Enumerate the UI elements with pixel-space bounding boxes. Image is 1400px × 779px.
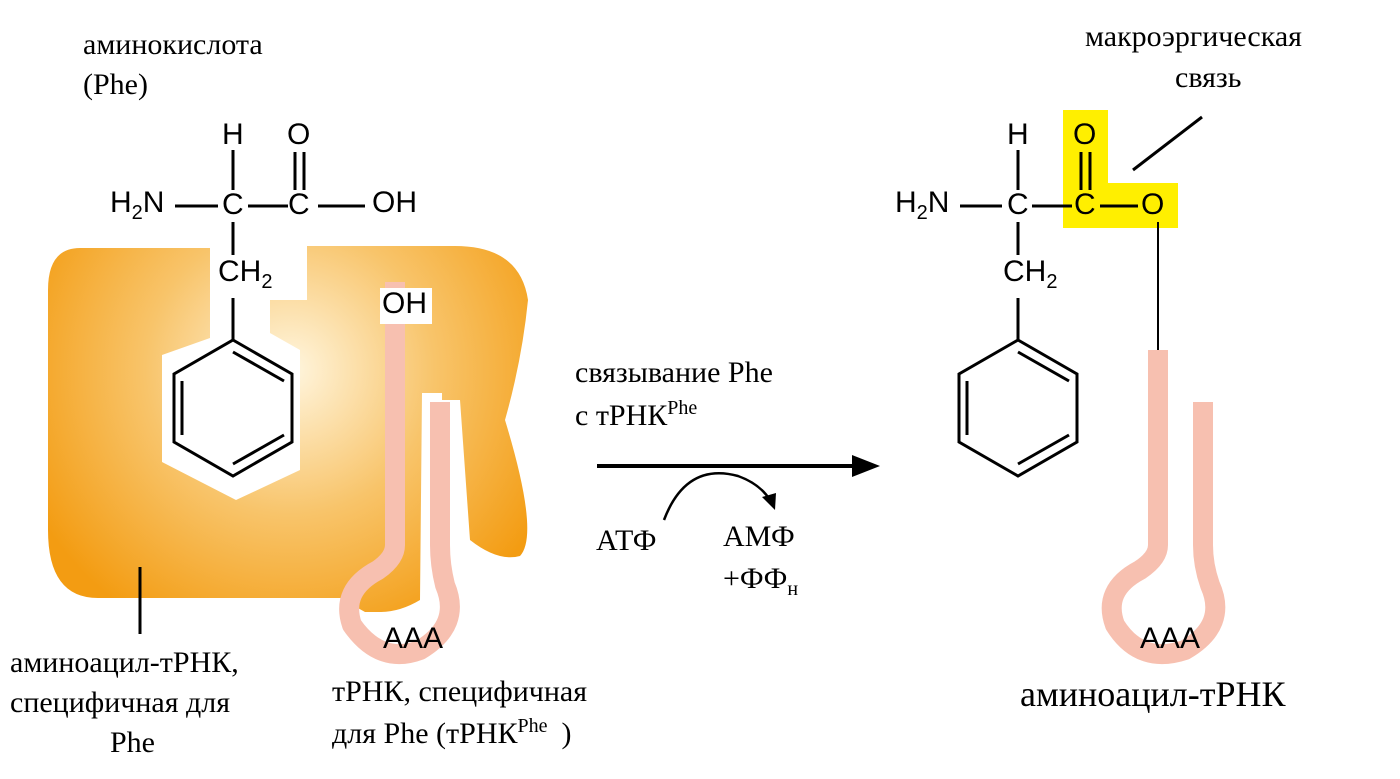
atom-n-left: N [142, 186, 165, 219]
reaction-arrow-head [852, 455, 880, 477]
reaction-label-prefix: с тРНК [575, 399, 668, 432]
atom-h-left: H [222, 118, 244, 151]
ch2-group-left: CH2 [218, 255, 272, 294]
amino-acid-label-line1: аминокислота [83, 28, 263, 61]
atom-c-carboxyl-left: C [288, 188, 310, 221]
high-energy-bond-highlight [1063, 110, 1178, 228]
enzyme-shape [48, 246, 528, 612]
enzyme-label-line2: специфичная для [10, 686, 231, 719]
atom-h-ch2-right: H [1024, 255, 1047, 288]
atom-h2-left: H [110, 186, 132, 219]
trna-label-prefix: для Phe (тРНК [332, 717, 518, 750]
enzyme-label-line1: аминоацил-тРНК, [10, 646, 239, 679]
atom-c-left: C [218, 255, 240, 288]
anticodon-left: AAA [383, 622, 444, 655]
high-energy-pointer-line [1132, 115, 1203, 172]
trna-label-sup: Phe [517, 715, 548, 737]
atom-h-right: H [1007, 118, 1029, 151]
trna-label-suffix: ) [561, 717, 572, 750]
trna-label-line2: для Phe (тРНКPhe) [332, 715, 572, 751]
sub-2: 2 [1046, 271, 1058, 293]
atom-c-right: C [1003, 255, 1025, 288]
atp-curved-arrow [662, 472, 772, 521]
atom-h-ch2-left: H [239, 255, 262, 288]
hydroxyl-left: OH [372, 186, 417, 219]
anticodon-right: AAA [1140, 622, 1201, 655]
sub-2: 2 [131, 202, 143, 224]
trna-left [339, 350, 460, 665]
atom-o-left: O [287, 118, 311, 151]
atom-o-right: O [1073, 118, 1097, 151]
phe-left-bonds [172, 150, 365, 478]
sub-2: 2 [916, 202, 928, 224]
atom-o-ester-right: O [1141, 188, 1165, 221]
ppi-label-sub: н [787, 578, 799, 600]
amp-label: АМФ [723, 520, 795, 553]
high-energy-label-line2: связь [1175, 61, 1242, 94]
trna-right [1101, 350, 1226, 665]
amino-acid-label-line2: (Phe) [83, 68, 148, 101]
atom-h2-right: H [895, 186, 917, 219]
sub-2: 2 [261, 271, 273, 293]
atom-n-right: N [927, 186, 950, 219]
product-label: аминоацил-тРНК [1020, 674, 1286, 714]
atom-c-alpha-left: C [222, 188, 244, 221]
atp-label: АТФ [596, 524, 657, 557]
atom-c-alpha-right: C [1007, 188, 1029, 221]
ppi-label: +ФФн [723, 562, 798, 601]
ppi-label-prefix: +ФФ [723, 562, 788, 595]
trna-left-acceptor-window [380, 288, 432, 324]
reaction-label-line1: связывание Phe [575, 356, 773, 389]
reaction-label-line2: с тРНКPhe [575, 397, 697, 433]
high-energy-label-line1: макроэргическая [1085, 20, 1302, 53]
reaction-label-sup: Phe [667, 397, 698, 419]
trna-oh-left: OH [382, 287, 427, 320]
trna-label-line1: тРНК, специфичная [332, 675, 588, 708]
enzyme-label-line3: Phe [110, 726, 155, 759]
amino-group-right: H2N [895, 186, 949, 225]
atom-c-carboxyl-right: C [1074, 188, 1096, 221]
phe-right-bonds [957, 150, 1159, 478]
atp-curved-arrow-head [762, 493, 776, 510]
amino-group-left: H2N [110, 186, 164, 225]
ch2-group-right: CH2 [1003, 255, 1057, 294]
